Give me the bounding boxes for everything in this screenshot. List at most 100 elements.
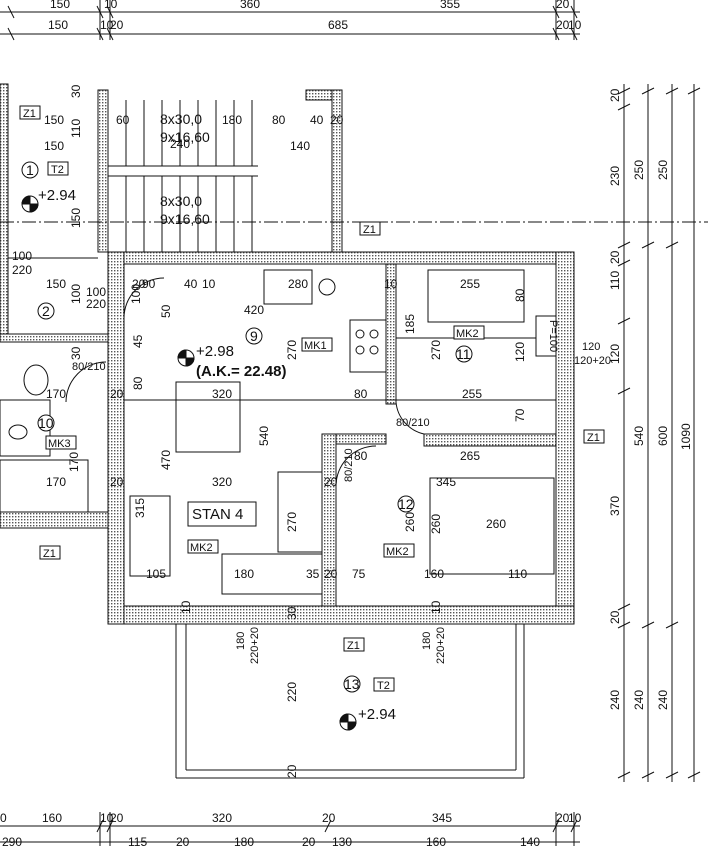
dim-text: 20	[110, 811, 124, 825]
room-number: 1	[26, 162, 34, 178]
stair-labels: 8x30,0 9x16,60 8x30,0 9x16,60	[160, 111, 210, 227]
dim-text: 110	[69, 119, 83, 138]
dim-text: 80/210	[396, 417, 430, 429]
dim-text: 20	[556, 811, 570, 825]
dim-text: 20	[608, 250, 622, 264]
dim-text: 255	[462, 387, 482, 401]
stair-rise-label: 9x16,60	[160, 129, 210, 145]
dim-text: 70	[513, 408, 527, 422]
dim-text: 20	[556, 18, 570, 32]
room-number: 11	[456, 346, 471, 362]
dim-text: 260	[486, 517, 506, 531]
dim-text: 345	[436, 475, 456, 489]
dim-text: 30	[69, 84, 83, 98]
dim-text: 150	[48, 18, 68, 32]
room-number: 13	[344, 676, 360, 692]
dim-text: 60	[116, 113, 130, 127]
dim-text: 150	[44, 113, 64, 127]
dim-text: 20	[608, 610, 622, 624]
tag-z1: Z1	[363, 224, 376, 236]
dim-text: 80	[354, 449, 368, 463]
dim-text: 45	[131, 334, 145, 348]
tag-z1: Z1	[23, 108, 36, 120]
dim-text: 10	[202, 277, 216, 291]
dim-text: 250	[632, 160, 646, 180]
dim-text: 20	[330, 113, 344, 127]
dim-text: 240	[656, 690, 670, 710]
dim-text: 110	[508, 567, 527, 581]
dim-text: 80	[272, 113, 286, 127]
elevation-markers	[21, 195, 357, 731]
dim-text: 360	[240, 0, 260, 11]
dim-text: 170	[46, 475, 66, 489]
dim-text: 265	[460, 449, 480, 463]
tag-z1: Z1	[43, 548, 56, 560]
dim-text: 10	[429, 600, 443, 614]
tag-p100: P=100	[547, 320, 559, 352]
dim-text: 370	[608, 496, 622, 516]
room-number: 9	[250, 328, 258, 344]
stairs	[108, 100, 258, 252]
dim-text: 80	[131, 376, 145, 390]
elevation-main: +2.98	[196, 343, 234, 360]
elevation-labels: +2.94 +2.98 (A.K.= 22.48) +2.94	[38, 187, 396, 723]
dim-text: 270	[429, 340, 443, 360]
dim-text: 220	[86, 297, 106, 311]
dim-text: 100	[69, 284, 83, 304]
dim-text: 280	[288, 277, 308, 291]
dim-text: 120+20	[574, 355, 611, 367]
dim-text: 10	[104, 0, 118, 11]
dim-text: 10	[100, 18, 114, 32]
dim-text: 105	[146, 567, 166, 581]
dim-text: 20	[324, 567, 338, 581]
dim-text: 20	[285, 764, 299, 778]
room-number: 2	[42, 303, 50, 319]
tag-labels: Z1 T2 Z1 Z1 Z1 Z1 T2 MK1 MK2 MK3 MK2 MK2…	[23, 108, 600, 692]
dim-text: 600	[656, 426, 670, 446]
dim-text: 180	[421, 632, 433, 650]
dim-text: 160	[426, 835, 446, 846]
dim-text: 315	[133, 498, 147, 518]
dim-text: 10	[100, 811, 114, 825]
dim-text: 150	[69, 208, 83, 228]
dim-text: 20	[110, 387, 124, 401]
dim-text: 80/210	[72, 361, 106, 373]
dim-text: 150	[46, 277, 66, 291]
dim-text: 345	[432, 811, 452, 825]
room-number-circles	[21, 161, 473, 693]
dim-text: 540	[632, 426, 646, 446]
dim-text: 10	[568, 18, 582, 32]
dim-text: 130	[332, 835, 352, 846]
dim-text: 355	[440, 0, 460, 11]
dim-text: 240	[632, 690, 646, 710]
right-dimension-texts: 20 230 20 110 120 370 20 240 250 540 240…	[608, 88, 693, 710]
tag-z1: Z1	[587, 432, 600, 444]
dim-text: 230	[608, 166, 622, 186]
dim-text: 150	[44, 139, 64, 153]
door-swings	[65, 277, 425, 487]
stair-rise-label: 9x16,60	[160, 211, 210, 227]
apartment-label: STAN 4	[192, 506, 243, 523]
dim-text: 270	[285, 512, 299, 532]
dim-text: 290	[2, 835, 22, 846]
bottom-dimension-texts: 0 160 10 20 320 20 345 20 10 290 115 20 …	[0, 811, 582, 846]
dim-text: 180	[222, 113, 242, 127]
dim-text: 220+20	[249, 627, 261, 664]
dim-text: 140	[290, 139, 310, 153]
dim-text: 220+20	[435, 627, 447, 664]
dim-text: 35	[306, 567, 320, 581]
dim-text: 180	[234, 835, 254, 846]
dim-text: 10	[384, 277, 398, 291]
dim-text: 10	[568, 811, 582, 825]
dim-text: 420	[244, 303, 264, 317]
tag-mk2: MK2	[190, 542, 213, 554]
elevation-stair: +2.94	[38, 187, 76, 204]
dim-text: 220	[285, 682, 299, 702]
dim-text: 20	[556, 0, 570, 11]
top-dimension-lines	[0, 0, 580, 41]
tag-boxes	[19, 105, 605, 692]
dim-text: 250	[656, 160, 670, 180]
walls	[0, 83, 575, 625]
tag-mk1: MK1	[304, 340, 327, 352]
stair-run-label: 8x30,0	[160, 111, 202, 127]
